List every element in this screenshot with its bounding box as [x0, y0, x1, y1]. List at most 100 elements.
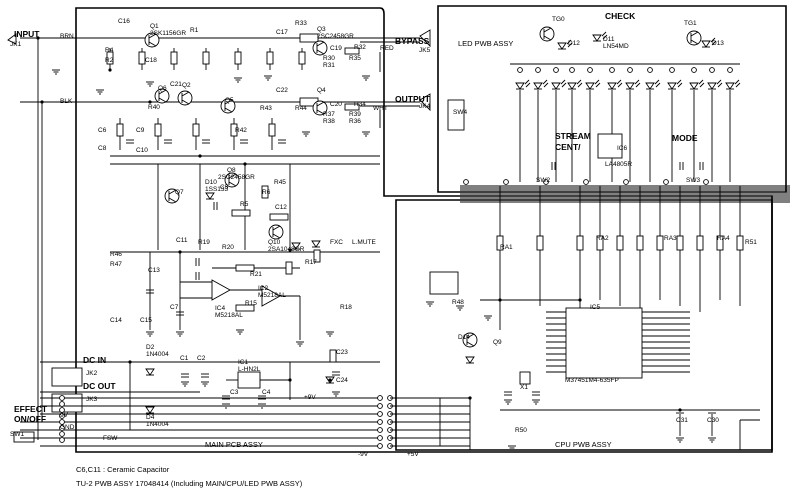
resistor [154, 123, 162, 137]
connector-pin [59, 401, 65, 407]
connector-pin [59, 395, 65, 401]
connector-pin [647, 67, 653, 73]
led-symbol [654, 79, 660, 85]
connector-pin [377, 411, 383, 417]
ic5-value: M37451M4-635FP [565, 377, 619, 384]
r45-ref: R45 [274, 179, 286, 186]
r40-ref: R40 [148, 104, 160, 111]
connector-pin [503, 179, 509, 185]
r39-ref: R39 [349, 111, 361, 118]
led-symbol [734, 79, 740, 85]
jk5-ref: JK5 [419, 47, 431, 54]
r42-ref: R42 [235, 127, 247, 134]
led-symbol [698, 79, 704, 85]
ic5-ref: IC5 [590, 304, 601, 311]
q4-symbol [312, 100, 328, 116]
dc-in-jack-symbol [51, 367, 83, 387]
resistor [235, 304, 255, 312]
cent-label: CENT/ [555, 142, 581, 152]
led-symbol [525, 82, 531, 88]
resistor [576, 235, 584, 251]
resistor [344, 47, 360, 55]
pwb-assy-note: TU-2 PWB ASSY 17048414 (Including MAIN/C… [76, 479, 303, 488]
d14-diode [465, 356, 475, 364]
connector-pin [59, 425, 65, 431]
led-symbol [566, 39, 572, 45]
d11-ref: D11 [603, 36, 615, 43]
junction-dot [468, 396, 472, 400]
bypass-jack-symbol [419, 29, 431, 48]
resistor [231, 209, 251, 217]
resistor [696, 235, 704, 251]
ra4-ref: RA4 [717, 235, 730, 242]
dc-in-label: DC IN [83, 355, 107, 365]
junction-dot [678, 408, 682, 412]
resistor [230, 123, 238, 137]
connector-pin [569, 67, 575, 73]
r30-ref: R30 [323, 55, 335, 62]
mode-label: MODE [672, 133, 698, 143]
wire [543, 27, 552, 33]
wire [272, 233, 281, 239]
net-plus5: +5V [407, 451, 419, 458]
stream-label: STREAM [555, 131, 591, 141]
c9-ref: C9 [136, 127, 145, 134]
connector-pin [377, 435, 383, 441]
d4-symbol [145, 406, 155, 414]
input-label: INPUT [14, 29, 40, 39]
output-jack-symbol [419, 93, 431, 112]
led-symbol [602, 34, 608, 40]
resistor [329, 349, 337, 363]
led-symbol [594, 79, 600, 85]
resistor [269, 213, 289, 221]
net-fxc: FXC [330, 239, 343, 246]
c16-ref: C16 [118, 18, 130, 25]
resistor [116, 123, 124, 137]
resistor [285, 261, 293, 275]
resistor [235, 264, 255, 272]
led-symbol [667, 82, 677, 90]
resistor [170, 51, 178, 65]
wire [272, 225, 281, 231]
r19-ref: R19 [198, 239, 210, 246]
connector-pin [627, 67, 633, 73]
c8-ref: C8 [98, 145, 107, 152]
led-symbol [617, 82, 623, 88]
c21-ref: C21 [170, 81, 182, 88]
led-symbol [595, 82, 601, 88]
connector-pin [377, 419, 383, 425]
junction-dot [328, 378, 332, 382]
connector-pin [727, 67, 733, 73]
r48-ref: R48 [452, 299, 464, 306]
junction-dot [288, 378, 292, 382]
r33-ref: R33 [295, 20, 307, 27]
c13-ref: C13 [148, 267, 160, 274]
net-minus9: -9V [358, 451, 369, 458]
wire [181, 99, 190, 105]
wire [148, 41, 157, 47]
led-symbol [716, 79, 722, 85]
wire [316, 49, 325, 55]
r17-ref: R17 [305, 259, 317, 266]
resistor [192, 123, 200, 137]
c18-ref: C18 [145, 57, 157, 64]
led-symbol [625, 82, 635, 90]
resistor [616, 235, 624, 251]
led-symbol [677, 82, 683, 88]
sw1-ref: SW1 [10, 431, 25, 438]
d4-ref: D4 [146, 414, 155, 421]
q8-ref: Q8 [227, 167, 236, 174]
resistor [636, 235, 644, 251]
r18-ref: R18 [340, 304, 352, 311]
sw3-ref: SW3 [686, 177, 701, 184]
ic2-symbol [261, 285, 281, 307]
wire [168, 189, 177, 195]
q3-symbol [312, 40, 328, 56]
q10-ref: Q10 [268, 239, 281, 246]
led-pwb-title: LED PWB ASSY [458, 39, 514, 48]
ic2-ref: IC2 [258, 285, 269, 292]
check-label: CHECK [605, 11, 636, 21]
c31-ref: C31 [676, 417, 688, 424]
wire [466, 333, 475, 339]
